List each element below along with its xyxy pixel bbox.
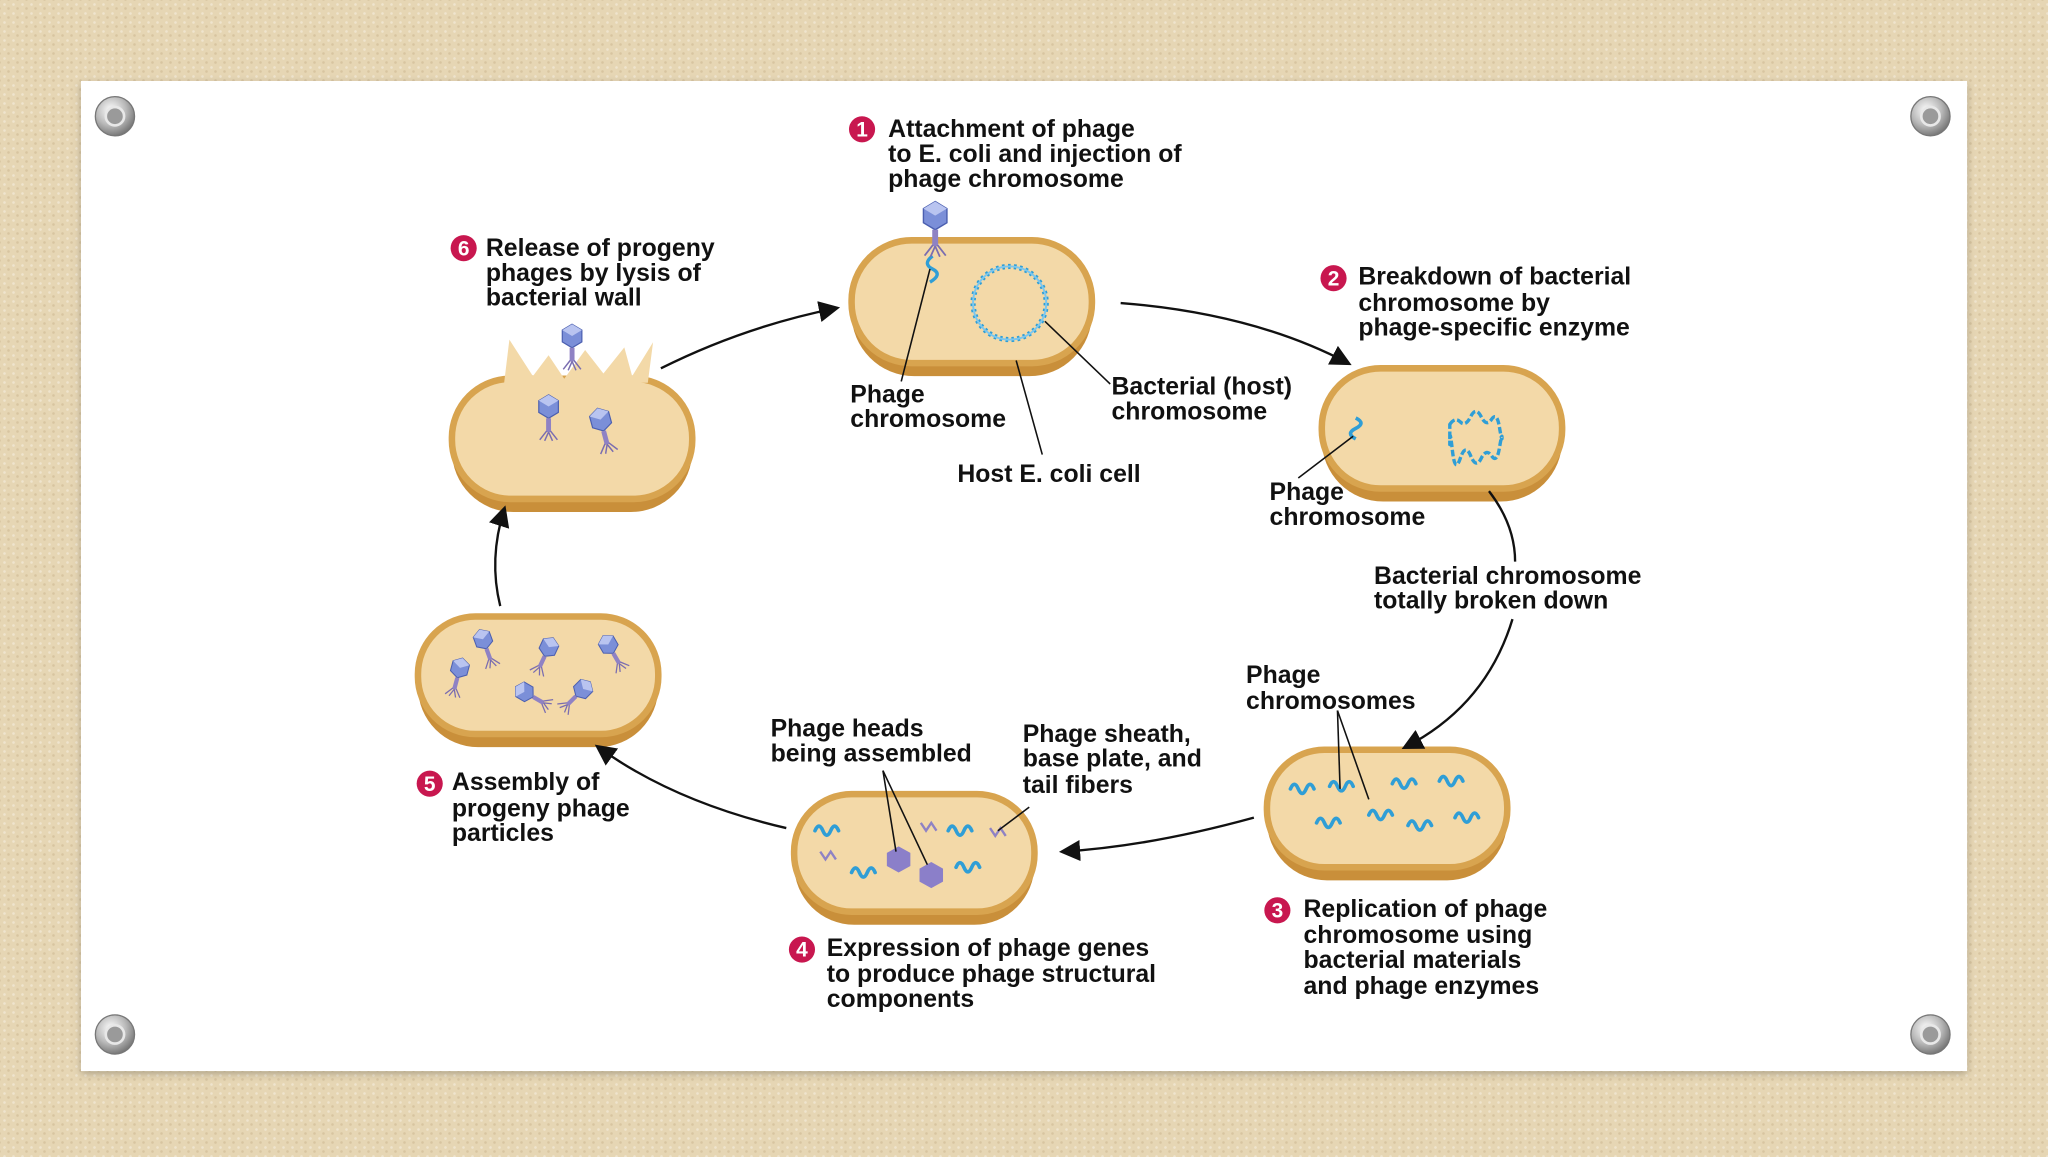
svg-text:to E. coli and injection of: to E. coli and injection of	[888, 141, 1182, 168]
svg-text:phage-specific enzyme: phage-specific enzyme	[1358, 315, 1629, 342]
arrow-icon	[660, 301, 841, 370]
svg-text:chromosome: chromosome	[1270, 504, 1426, 531]
step-badge-1: 1	[848, 116, 876, 143]
svg-text:bacterial wall: bacterial wall	[486, 285, 642, 312]
pin-icon	[94, 1014, 136, 1055]
step-6-text: Release of progeny phages by lysis of ba…	[486, 235, 715, 312]
svg-text:components: components	[827, 986, 974, 1013]
label-phage-heads: Phage heads being assembled	[771, 716, 972, 768]
label-phage-chromosome-1: Phage chromosome	[850, 381, 1006, 433]
svg-text:2: 2	[1328, 267, 1340, 290]
step-badge-5: 5	[416, 770, 443, 797]
arrow-icon	[1058, 816, 1255, 862]
cell-step-3	[1263, 746, 1511, 881]
svg-text:tail fibers: tail fibers	[1023, 772, 1133, 799]
svg-text:chromosome: chromosome	[850, 406, 1006, 433]
svg-text:to produce phage structural: to produce phage structural	[827, 961, 1156, 988]
phage-head-icon	[886, 846, 911, 873]
svg-text:being assembled: being assembled	[771, 740, 972, 767]
step-3-text: Replication of phage chromosome using ba…	[1304, 896, 1548, 1000]
svg-text:Phage: Phage	[1246, 662, 1320, 689]
svg-text:5: 5	[424, 773, 436, 796]
step-badge-6: 6	[450, 235, 477, 262]
label-host-ecoli-cell: Host E. coli cell	[957, 461, 1140, 488]
svg-text:Breakdown of bacterial: Breakdown of bacterial	[1358, 264, 1631, 291]
svg-text:progeny phage: progeny phage	[452, 795, 630, 822]
svg-text:particles: particles	[452, 820, 554, 847]
svg-text:totally broken down: totally broken down	[1374, 588, 1608, 615]
step-1-text: Attachment of phage to E. coli and injec…	[888, 116, 1182, 193]
svg-text:6: 6	[458, 237, 470, 260]
step-5-text: Assembly of progeny phage particles	[452, 769, 630, 847]
step-badge-2: 2	[1320, 265, 1347, 292]
svg-text:Assembly of: Assembly of	[452, 769, 600, 796]
svg-text:chromosome: chromosome	[1112, 398, 1268, 425]
svg-text:Bacterial (host): Bacterial (host)	[1112, 373, 1293, 400]
step-4-text: Expression of phage genes to produce pha…	[827, 935, 1156, 1013]
svg-text:chromosome using: chromosome using	[1304, 922, 1533, 949]
svg-text:Expression of phage genes: Expression of phage genes	[827, 935, 1149, 962]
label-phage-sheath: Phage sheath, base plate, and tail fiber…	[1023, 721, 1202, 799]
svg-text:phages by lysis of: phages by lysis of	[486, 260, 702, 287]
svg-text:Phage heads: Phage heads	[771, 716, 924, 743]
svg-text:bacterial materials: bacterial materials	[1304, 947, 1522, 974]
svg-text:Phage: Phage	[850, 381, 924, 408]
svg-text:3: 3	[1272, 900, 1284, 923]
svg-text:and phage enzymes: and phage enzymes	[1304, 973, 1540, 1000]
svg-text:base plate, and: base plate, and	[1023, 746, 1202, 773]
svg-text:Phage: Phage	[1270, 479, 1344, 506]
pin-icon	[94, 95, 136, 137]
pin-icon	[1910, 95, 1951, 137]
svg-text:Attachment of phage: Attachment of phage	[888, 116, 1135, 143]
svg-text:phage chromosome: phage chromosome	[888, 166, 1124, 193]
step-2-text: Breakdown of bacterial chromosome by pha…	[1358, 264, 1631, 342]
svg-text:Replication of phage: Replication of phage	[1304, 896, 1548, 923]
label-phage-chromosome-2: Phage chromosome	[1270, 479, 1426, 531]
cell-step-6	[448, 323, 696, 512]
svg-text:1: 1	[856, 118, 868, 141]
lysis-burst	[504, 339, 654, 383]
svg-text:Bacterial chromosome: Bacterial chromosome	[1374, 563, 1641, 590]
arrow-icon	[488, 505, 510, 607]
svg-text:Release of progeny: Release of progeny	[486, 235, 715, 262]
step-badge-4: 4	[788, 936, 816, 963]
arrow-icon	[1120, 301, 1352, 366]
degrading-chromosome	[1448, 409, 1504, 467]
arrow-icon	[594, 744, 787, 830]
dna-squiggle-icon	[1348, 416, 1363, 441]
svg-text:4: 4	[796, 939, 808, 962]
label-phage-chromosomes: Phage chromosomes	[1246, 662, 1416, 715]
cell-step-4	[790, 790, 1038, 925]
step-badge-3: 3	[1264, 897, 1291, 924]
cell-step-1	[848, 200, 1096, 377]
arrow-icon	[1401, 618, 1514, 750]
label-bacterial-host-chromosome: Bacterial (host) chromosome	[1112, 373, 1293, 425]
phage-head-icon	[919, 862, 944, 889]
cell-step-2	[1318, 365, 1566, 502]
injected-dna	[925, 254, 939, 284]
svg-text:Phage sheath,: Phage sheath,	[1023, 721, 1191, 748]
svg-text:chromosomes: chromosomes	[1246, 688, 1416, 715]
label-bacterial-chromosome-broken: Bacterial chromosome totally broken down	[1374, 563, 1641, 615]
svg-text:chromosome by: chromosome by	[1358, 290, 1550, 317]
cell-step-5	[414, 613, 662, 748]
pin-icon	[1910, 1014, 1951, 1055]
